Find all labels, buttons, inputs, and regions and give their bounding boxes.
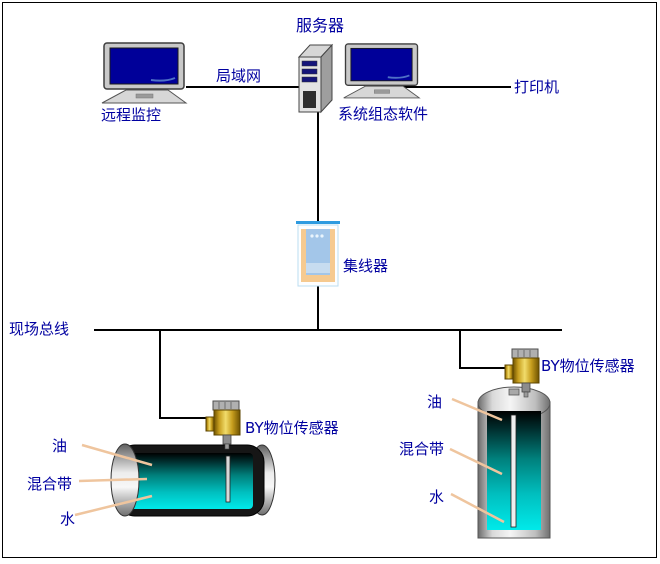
server-label: 服务器 bbox=[296, 16, 344, 35]
left-oil-leader bbox=[81, 443, 153, 467]
horizontal-tank-icon bbox=[110, 443, 276, 517]
left-sensor-label: BY物位传感器 bbox=[245, 419, 339, 437]
bus-right-sensor-line bbox=[459, 330, 506, 369]
left-tank-oil-label: 油 bbox=[52, 437, 67, 455]
lan-label: 局域网 bbox=[216, 67, 261, 85]
hub-label: 集线器 bbox=[343, 257, 388, 275]
right-tank-water-label: 水 bbox=[429, 488, 444, 506]
printer-label: 打印机 bbox=[514, 78, 559, 96]
probe-rod bbox=[510, 414, 517, 528]
probe-rod bbox=[225, 455, 231, 503]
left-mixed-leader bbox=[78, 477, 148, 483]
right-tank-mixed-label: 混合带 bbox=[399, 440, 444, 458]
monitor-icon bbox=[101, 42, 188, 104]
left-tank-mixed-label: 混合带 bbox=[27, 475, 72, 493]
level-sensor-icon bbox=[205, 400, 241, 450]
left-water-leader bbox=[74, 494, 153, 517]
right-oil-leader bbox=[451, 397, 503, 422]
right-water-leader bbox=[450, 492, 505, 524]
bus-left-sensor-line bbox=[159, 330, 208, 419]
server-tower-icon bbox=[297, 43, 334, 114]
right-mixed-leader bbox=[449, 447, 503, 476]
right-sensor-label: BY物位传感器 bbox=[541, 357, 635, 375]
level-sensor-icon bbox=[504, 348, 540, 398]
hub-icon bbox=[296, 221, 340, 287]
left-tank-water-label: 水 bbox=[60, 510, 75, 528]
leader-lines bbox=[74, 397, 505, 524]
remote-monitor-label: 远程监控 bbox=[101, 106, 161, 124]
monitor-icon bbox=[343, 43, 421, 99]
field-bus-label: 现场总线 bbox=[9, 320, 69, 338]
right-tank-oil-label: 油 bbox=[427, 393, 442, 411]
config-software-label: 系统组态软件 bbox=[338, 105, 428, 123]
